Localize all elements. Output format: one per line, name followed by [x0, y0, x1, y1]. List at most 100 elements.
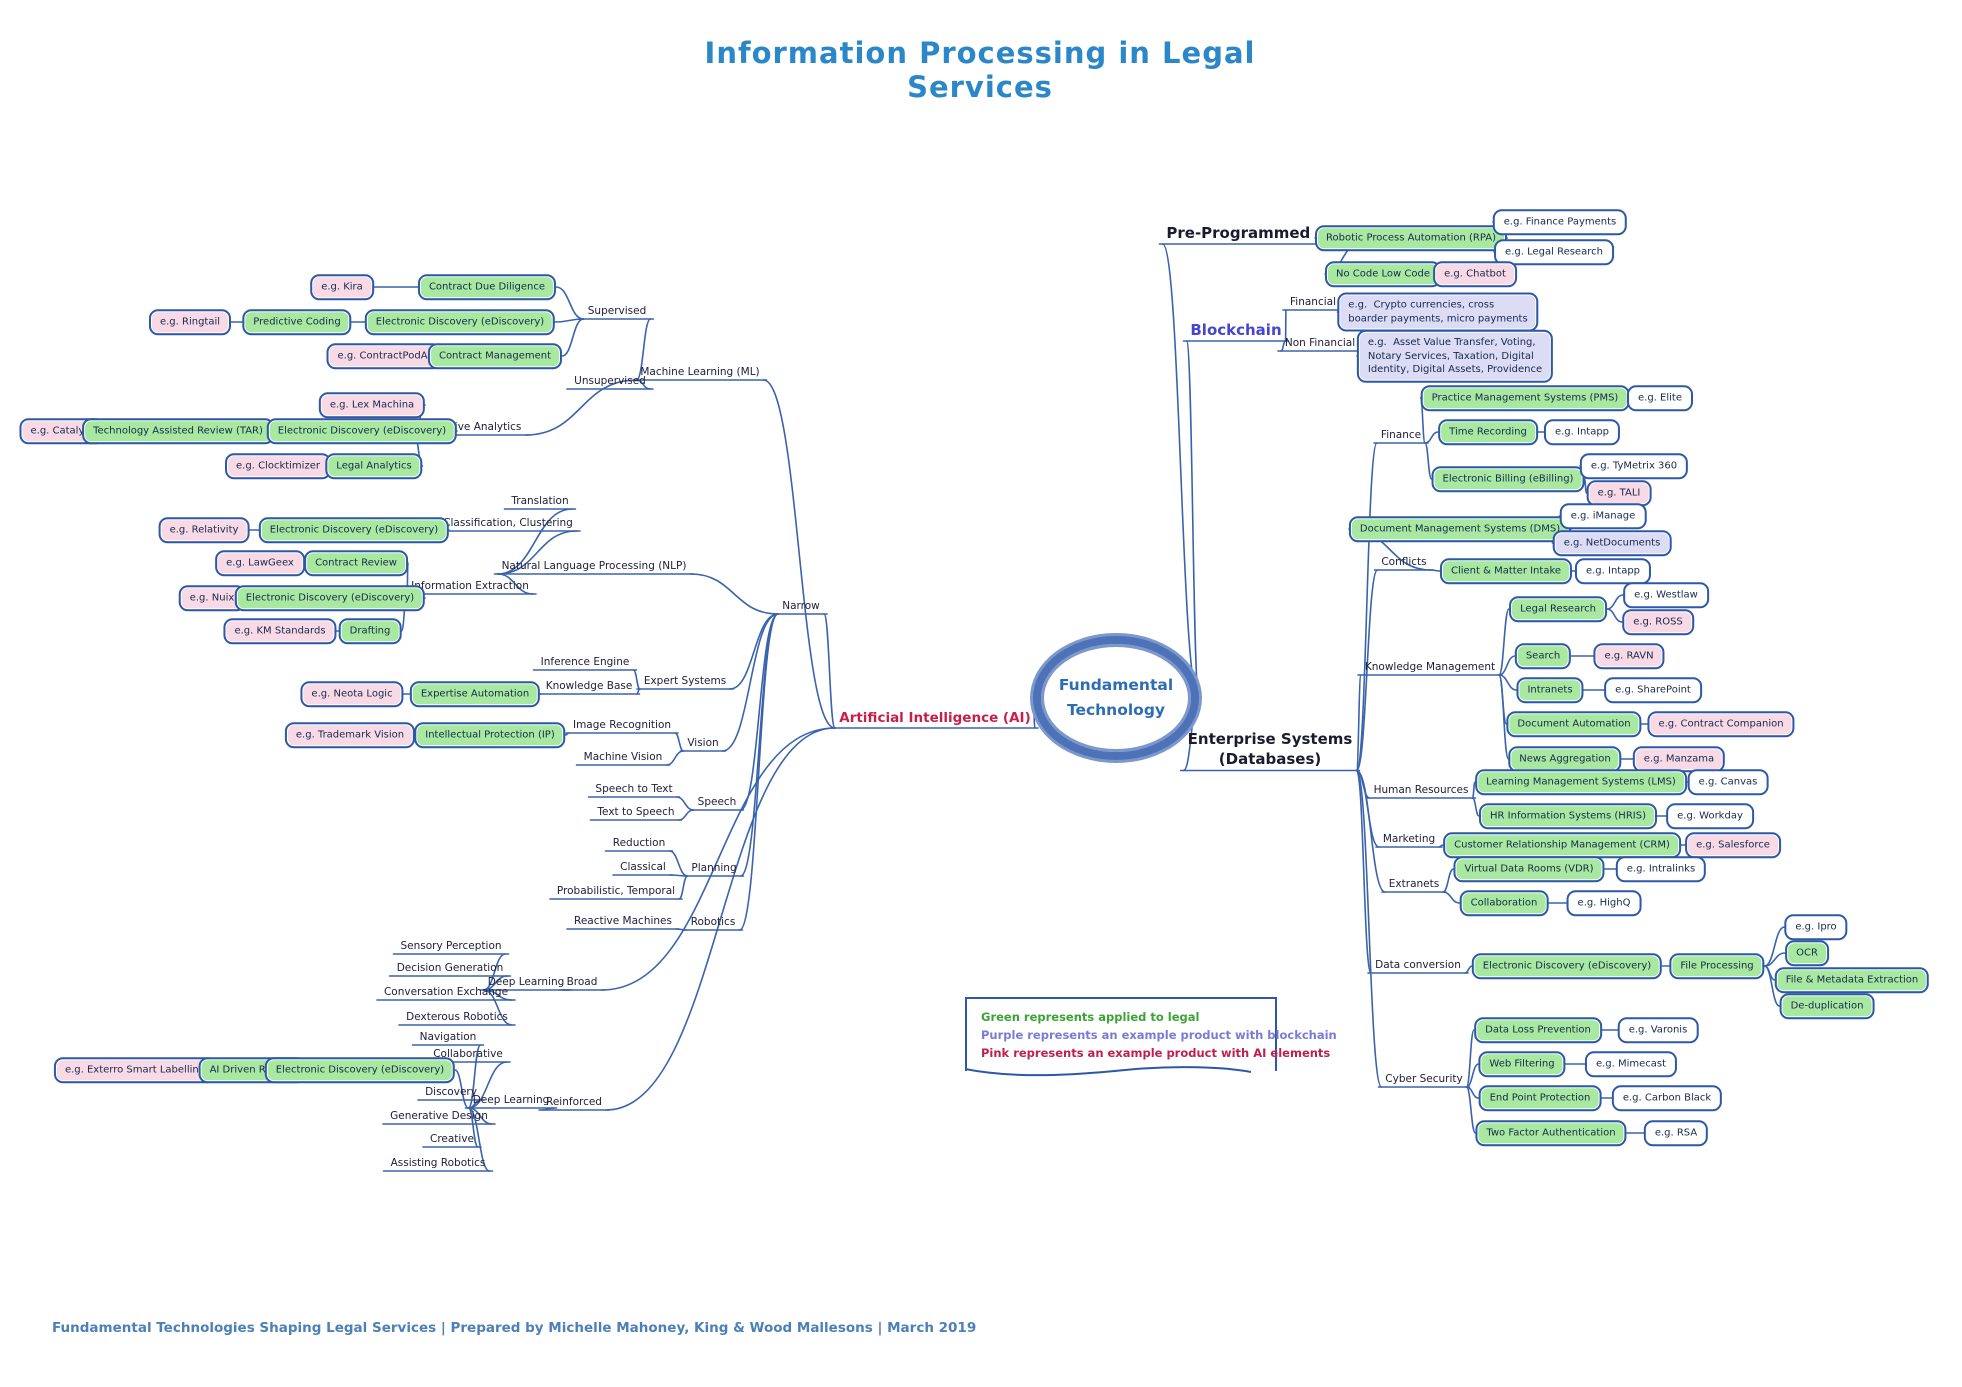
finance-branch-label: Finance: [1380, 428, 1422, 441]
stt-branch-label: Speech to Text: [595, 782, 673, 795]
crm-node: Customer Relationship Management (CRM): [1443, 832, 1681, 858]
collaborative-branch-label: Collaborative: [433, 1047, 503, 1060]
footer-caption: Fundamental Technologies Shaping Legal S…: [52, 1320, 977, 1336]
salesforce-node: e.g. Salesforce: [1685, 832, 1781, 858]
intranets-node: Intranets: [1516, 677, 1584, 703]
carbonblack-node: e.g. Carbon Black: [1611, 1085, 1723, 1111]
marketing-branch-label: Marketing: [1382, 832, 1436, 845]
sensory-branch-label: Sensory Perception: [400, 939, 502, 952]
legend-pink-line: Pink represents an example product with …: [981, 1045, 1331, 1060]
entsys-branch-label: Enterprise Systems (Databases): [1187, 729, 1353, 768]
classclust-branch-label: Classification, Clustering: [443, 516, 573, 529]
knowledgebase-branch-label: Knowledge Base: [545, 679, 633, 692]
robotics-branch-label: Robotics: [690, 915, 736, 928]
nuix-node: e.g. Nuix: [178, 585, 246, 611]
tar-node: Technology Assisted Review (TAR): [82, 418, 274, 444]
lexmachina-node: e.g. Lex Machina: [318, 392, 426, 418]
page-title: Information Processing in Legal Services: [704, 36, 1256, 104]
docauto-node: Document Automation: [1506, 711, 1642, 737]
infoext-branch-label: Information Extraction: [411, 579, 529, 592]
lms-node: Learning Management Systems (LMS): [1475, 769, 1687, 795]
ml-branch-label: Machine Learning (ML): [640, 365, 760, 378]
newsagg-node: News Aggregation: [1508, 746, 1622, 772]
broad-branch-label: Broad: [566, 975, 598, 988]
ed3-node: Electronic Discovery (eDiscovery): [258, 517, 450, 543]
relativity-node: e.g. Relativity: [158, 517, 250, 543]
ipro-node: e.g. Ipro: [1784, 914, 1848, 940]
legend-wave-decoration: [965, 1066, 1251, 1077]
rsa-node: e.g. RSA: [1643, 1120, 1709, 1146]
tts-branch-label: Text to Speech: [597, 805, 675, 818]
cmgmt-node: Contract Management: [427, 343, 563, 369]
deep2-branch-label: Deep Learning: [472, 1093, 550, 1106]
reduction-branch-label: Reduction: [612, 836, 666, 849]
ed6-node: Electronic Discovery (eDiscovery): [1471, 953, 1663, 979]
convex-branch-label: Conversation Exchange: [383, 985, 509, 998]
deep1-branch-label: Deep Learning: [487, 975, 565, 988]
dataconv-branch-label: Data conversion: [1375, 958, 1461, 971]
nocode-node: No Code Low Code: [1324, 261, 1442, 287]
varonis-node: e.g. Varonis: [1617, 1017, 1699, 1043]
creative-branch-label: Creative: [429, 1132, 475, 1145]
unsupervised-branch-label: Unsupervised: [574, 374, 646, 387]
kira-node: e.g. Kira: [310, 274, 374, 300]
nlp-branch-label: Natural Language Processing (NLP): [501, 559, 687, 572]
ed1-node: Electronic Discovery (eDiscovery): [364, 309, 556, 335]
ed4-node: Electronic Discovery (eDiscovery): [234, 585, 426, 611]
hr-branch-label: Human Resources: [1373, 783, 1469, 796]
pms-node: Practice Management Systems (PMS): [1420, 385, 1630, 411]
fileproc-node: File Processing: [1669, 953, 1765, 979]
legalres2-node: Legal Research: [1509, 596, 1607, 622]
expertsys-branch-label: Expert Systems: [643, 674, 727, 687]
manzama-node: e.g. Manzama: [1632, 746, 1726, 772]
intapp1-node: e.g. Intapp: [1543, 419, 1621, 445]
search-node: Search: [1514, 643, 1572, 669]
decisiongen-branch-label: Decision Generation: [396, 961, 504, 974]
ravn-node: e.g. RAVN: [1593, 643, 1665, 669]
blockchain-branch-label: Blockchain: [1190, 320, 1282, 339]
ebilling-node: Electronic Billing (eBilling): [1431, 466, 1585, 492]
reinforced-branch-label: Reinforced: [546, 1095, 602, 1108]
cybersec-branch-label: Cyber Security: [1385, 1072, 1463, 1085]
finpay-node: e.g. Finance Payments: [1492, 209, 1628, 235]
intralinks-node: e.g. Intralinks: [1615, 856, 1707, 882]
cdd-node: Contract Due Diligence: [417, 274, 557, 300]
center-center-node: Fundamental Technology: [1033, 636, 1199, 760]
cmintake-node: Client & Matter Intake: [1439, 558, 1573, 584]
inference-branch-label: Inference Engine: [540, 655, 630, 668]
highq-node: e.g. HighQ: [1566, 890, 1642, 916]
ed5-node: Electronic Discovery (eDiscovery): [264, 1057, 456, 1083]
classical-branch-label: Classical: [620, 860, 666, 873]
imanage-node: e.g. iManage: [1559, 503, 1647, 529]
imagerec-branch-label: Image Recognition: [572, 718, 672, 731]
neota-node: e.g. Neota Logic: [300, 681, 404, 707]
chatbot-node: e.g. Chatbot: [1433, 261, 1517, 287]
lawgeex-node: e.g. LawGeex: [215, 550, 305, 576]
legend-green-line: Green represents applied to legal: [981, 1010, 1200, 1024]
legalanalytics-node: Legal Analytics: [325, 453, 423, 479]
filemeta-node: File & Metadata Extraction: [1774, 967, 1930, 993]
trademarkvision-node: e.g. Trademark Vision: [284, 722, 416, 748]
elite-node: e.g. Elite: [1627, 385, 1693, 411]
dlp-node: Data Loss Prevention: [1474, 1017, 1602, 1043]
canvas-node: e.g. Canvas: [1687, 769, 1769, 795]
financial-branch-label: Financial: [1290, 295, 1336, 308]
workday-node: e.g. Workday: [1666, 803, 1754, 829]
collab2-node: Collaboration: [1459, 890, 1549, 916]
contractcomp-node: e.g. Contract Companion: [1647, 711, 1795, 737]
assetbox-node: e.g. Asset Value Transfer, Voting, Notar…: [1356, 329, 1554, 383]
reactive-branch-label: Reactive Machines: [574, 914, 672, 927]
intapp2-node: e.g. Intapp: [1574, 558, 1652, 584]
expertiseauto-node: Expertise Automation: [409, 681, 541, 707]
dexterous-branch-label: Dexterous Robotics: [406, 1010, 508, 1023]
predcoding-node: Predictive Coding: [242, 309, 352, 335]
exterro-node: e.g. Exterro Smart Labelling: [53, 1057, 217, 1083]
narrow-branch-label: Narrow: [782, 599, 820, 612]
rpa-node: Robotic Process Automation (RPA): [1315, 225, 1507, 251]
webfilter-node: Web Filtering: [1478, 1051, 1566, 1077]
drafting-node: Drafting: [338, 618, 402, 644]
vdr-node: Virtual Data Rooms (VDR): [1453, 856, 1605, 882]
tymetrix-node: e.g. TyMetrix 360: [1579, 453, 1689, 479]
